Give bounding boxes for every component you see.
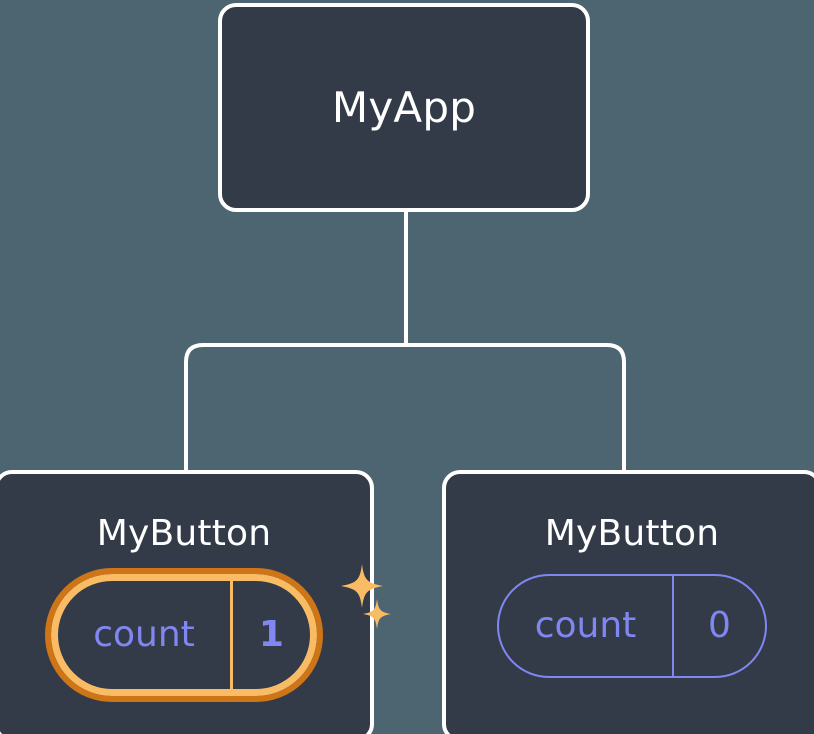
node-mybutton-left[interactable]: MyButton count 1 <box>0 470 391 734</box>
node-mybutton-left-label: MyButton <box>96 513 272 554</box>
node-myapp-label: MyApp <box>331 82 477 132</box>
state-value-right: 0 <box>708 605 731 646</box>
state-pill-right[interactable]: count 0 <box>497 574 767 678</box>
state-key-left: count <box>93 614 195 655</box>
state-pill-right-divider <box>672 576 674 676</box>
sparkle-icon-small <box>363 599 391 629</box>
state-pill-left-wrap: count 1 <box>45 564 391 702</box>
sparkle-group <box>341 564 391 629</box>
sparkle-icon-large <box>341 564 383 608</box>
state-pill-left-divider <box>230 581 233 689</box>
node-mybutton-right-label: MyButton <box>544 513 720 554</box>
node-mybutton-right[interactable]: MyButton count 0 <box>442 470 814 734</box>
state-key-right: count <box>534 605 637 646</box>
state-pill-left[interactable]: count 1 <box>45 568 323 702</box>
state-pill-right-wrap: count 0 <box>497 574 767 678</box>
state-value-left: 1 <box>258 614 284 655</box>
node-myapp[interactable]: MyApp <box>218 3 590 212</box>
edge-child-bracket <box>184 343 626 470</box>
